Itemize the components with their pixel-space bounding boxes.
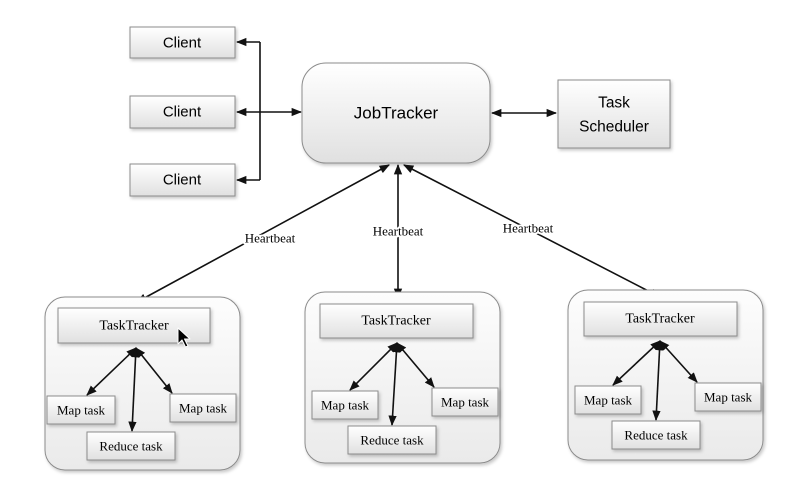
client-box <box>129 95 236 129</box>
tasktracker-box <box>319 303 474 339</box>
tasktracker-group-2: TaskTracker Map task Map task Reduce tas… <box>304 291 501 464</box>
map-task-box-right <box>169 393 237 423</box>
client-box <box>129 26 236 59</box>
map-task-box-left <box>311 390 379 420</box>
tasktracker-label: TaskTracker <box>625 312 695 327</box>
map-task-label-left: Map task <box>321 398 370 413</box>
tasktracker-group-3: TaskTracker Map task Map task Reduce tas… <box>567 289 764 461</box>
tasktracker-label: TaskTracker <box>361 314 431 329</box>
reduce-task-box <box>86 431 176 461</box>
task-scheduler-label-line1: Task <box>598 95 630 112</box>
map-task-right-arrow <box>659 340 698 383</box>
client-label: Client <box>163 104 202 121</box>
client-node-2: Client <box>129 95 236 129</box>
heartbeat-label-2: Heartbeat <box>373 224 424 239</box>
jobtracker-box <box>301 62 491 164</box>
map-task-left-arrow <box>612 340 661 386</box>
reduce-task-label: Reduce task <box>99 439 163 454</box>
map-task-right-arrow <box>396 342 435 388</box>
client-node-1: Client <box>129 26 236 59</box>
tasktracker-box <box>57 307 211 344</box>
map-task-left-arrow <box>86 347 137 396</box>
heartbeat-arrow-1 <box>136 164 390 303</box>
map-task-right-arrow <box>135 347 173 394</box>
map-task-label-right: Map task <box>704 390 753 405</box>
map-task-box-left <box>574 385 642 415</box>
reduce-task-arrow <box>388 341 401 427</box>
reduce-task-label: Reduce task <box>624 428 688 443</box>
reduce-task-box <box>347 425 437 455</box>
tasktracker-group-1: TaskTracker Map task Map task Reduce tas… <box>44 296 241 471</box>
client-label: Client <box>163 35 202 52</box>
map-task-label-right: Map task <box>441 395 490 410</box>
client-label: Client <box>163 172 202 189</box>
map-task-box-right <box>694 382 762 412</box>
map-task-box-left <box>46 395 116 425</box>
map-task-label-right: Map task <box>179 401 228 416</box>
map-task-label-left: Map task <box>57 403 106 418</box>
jobtracker-label: JobTracker <box>354 104 439 123</box>
mouse-cursor-icon <box>177 327 191 348</box>
heartbeat-arrow-3 <box>403 164 661 298</box>
heartbeat-label-3: Heartbeat <box>503 221 554 236</box>
client-node-3: Client <box>129 163 236 197</box>
reduce-task-arrow <box>128 346 140 433</box>
map-task-box-right <box>431 387 499 417</box>
task-scheduler-node: Task Scheduler <box>557 79 671 149</box>
map-task-label-left: Map task <box>584 393 633 408</box>
tasktracker-label: TaskTracker <box>99 319 169 334</box>
jobtracker-node: JobTracker <box>301 62 491 164</box>
reduce-task-label: Reduce task <box>360 433 424 448</box>
task-scheduler-box <box>557 79 671 149</box>
reduce-task-box <box>611 420 701 450</box>
tasktracker-box <box>583 301 738 337</box>
heartbeat-label-1: Heartbeat <box>245 231 296 246</box>
task-scheduler-label-line2: Scheduler <box>579 119 649 136</box>
